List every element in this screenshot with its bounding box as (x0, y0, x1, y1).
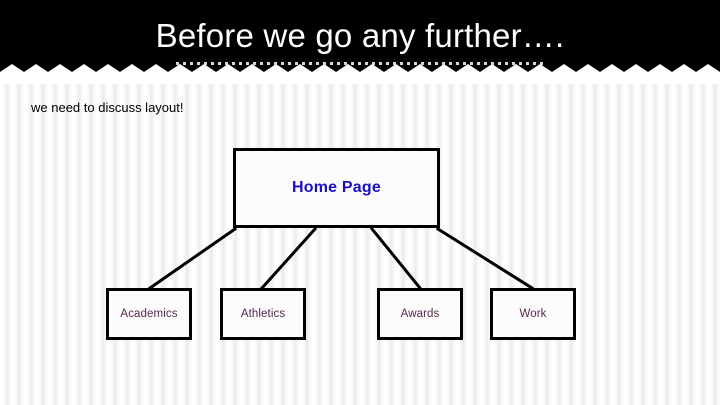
title-dotted-underline (176, 62, 546, 65)
node-home-page-label: Home Page (292, 179, 381, 196)
node-work[interactable]: Work (490, 288, 576, 340)
node-awards-label: Awards (400, 308, 440, 320)
title-band (0, 0, 720, 74)
page-title: Before we go any further…. (155, 17, 565, 54)
node-athletics-label: Athletics (240, 308, 286, 320)
subtitle-text: we need to discuss layout! (31, 100, 184, 115)
node-athletics[interactable]: Athletics (220, 288, 306, 340)
zigzag-band-edge (0, 62, 720, 84)
node-academics-label: Academics (120, 308, 178, 320)
node-academics[interactable]: Academics (106, 288, 192, 340)
node-work-label: Work (519, 308, 547, 320)
node-awards[interactable]: Awards (377, 288, 463, 340)
node-home-page[interactable]: Home Page (233, 148, 440, 228)
